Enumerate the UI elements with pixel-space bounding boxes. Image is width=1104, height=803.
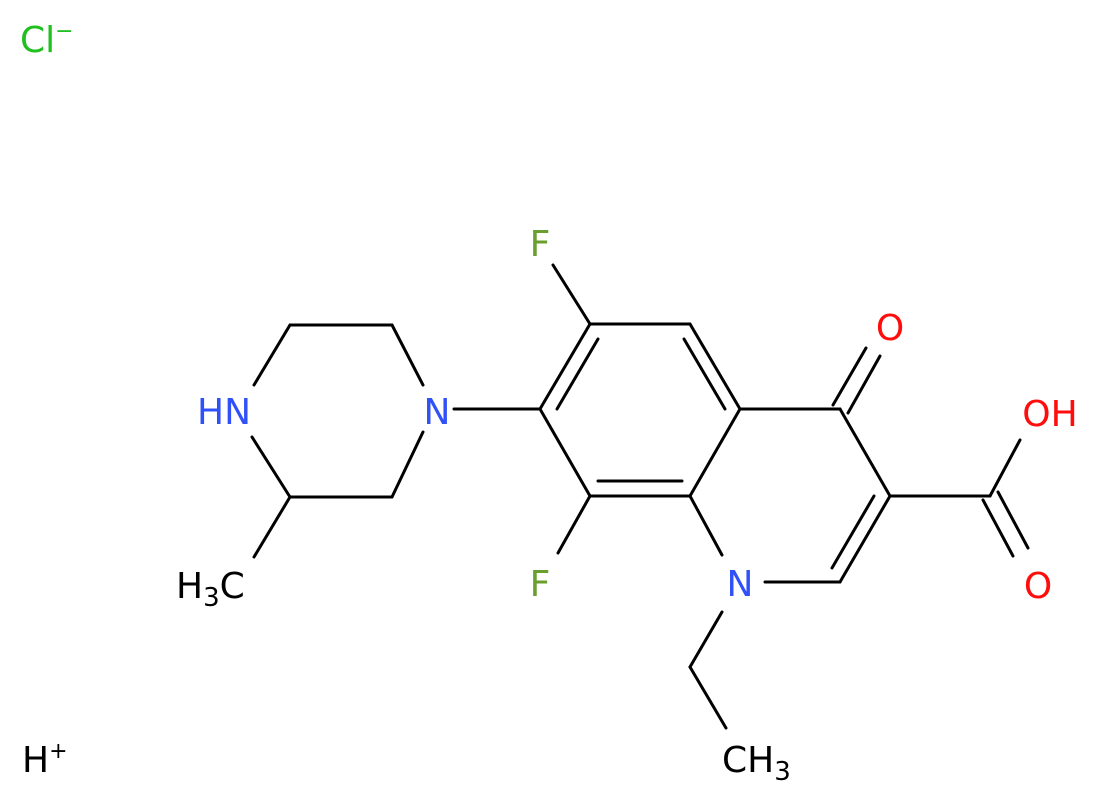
fluorine-label: F [530, 564, 551, 605]
bond [555, 337, 600, 411]
bond [830, 494, 876, 570]
hydroxyl-label: OH [1022, 394, 1077, 435]
nh-label: HN [197, 392, 251, 433]
bond [688, 322, 742, 411]
chloride-ion: Cl− [20, 19, 74, 61]
proton-ion: H+ [22, 739, 68, 781]
bond [390, 323, 425, 387]
bond [996, 490, 1030, 550]
bond [988, 438, 1022, 498]
fluorine-label: F [530, 224, 551, 265]
nitrogen-label: N [727, 564, 754, 605]
bond [556, 494, 592, 555]
bond [838, 407, 892, 498]
bond [538, 322, 592, 411]
bond [252, 323, 292, 387]
bond [838, 494, 892, 584]
bond [682, 337, 727, 411]
bond [688, 407, 742, 498]
oxygen-label: O [1024, 566, 1052, 607]
bond [831, 346, 868, 407]
ethyl-methyl-label: CH3 [722, 740, 791, 787]
bond [688, 610, 724, 669]
bond [846, 354, 882, 415]
bond [538, 407, 592, 498]
nitrogen-label: N [424, 392, 451, 433]
bond [981, 498, 1015, 558]
oxygen-label: O [876, 308, 904, 349]
bond [551, 263, 592, 326]
bond [688, 665, 728, 730]
bond [250, 435, 292, 499]
bond-lines [250, 263, 1030, 730]
bond [252, 495, 292, 559]
bond [688, 494, 724, 557]
methyl-label: H3C [176, 566, 245, 613]
bond [390, 430, 425, 499]
